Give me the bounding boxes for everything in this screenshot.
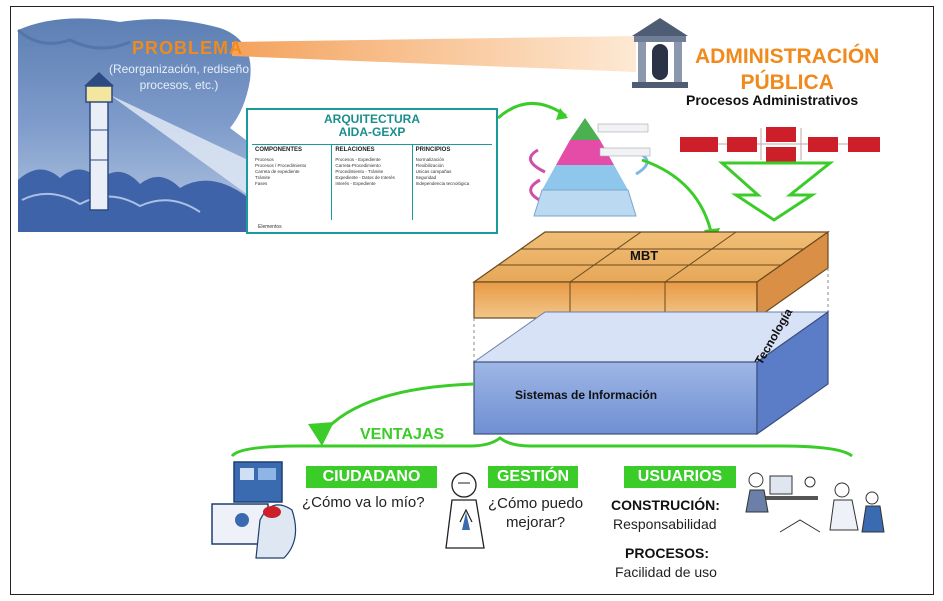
architecture-item: Normalización — [415, 157, 445, 162]
architecture-column-header: PRINCIPIOS — [415, 147, 451, 153]
architecture-item: Expediente - Datos de Interés — [335, 175, 395, 180]
administration-title-line2: PÚBLICA — [740, 71, 834, 94]
construccion-heading: CONSTRUCIÓN: — [611, 497, 720, 513]
administration-subtitle: Procesos Administrativos — [686, 92, 859, 108]
architecture-item: Procedimiento - Trámite — [335, 169, 384, 174]
ciudadano-question: ¿Cómo va lo mío? — [302, 494, 425, 511]
architecture-item: Interés - Expediente — [335, 181, 376, 186]
architecture-column-components: COMPONENTES Procesos Procesos / Procedim… — [252, 145, 333, 220]
arrow-to-mbt — [641, 158, 714, 237]
gestion-question-line2: mejorar? — [505, 514, 566, 531]
mbt-block — [472, 230, 830, 320]
pyramid-illustration — [529, 118, 651, 217]
light-beam — [232, 36, 636, 72]
ciudadano-tag: CIUDADANO — [306, 466, 437, 488]
architecture-columns: COMPONENTES Procesos Procesos / Procedim… — [252, 144, 492, 220]
thinking-person-illustration — [445, 472, 485, 549]
architecture-item: Procesos / Procedimiento — [255, 163, 307, 168]
architecture-column-relations: RELACIONES Procesos - Expediente Carreta… — [332, 145, 413, 220]
procesos-text: Facilidad de uso — [615, 564, 717, 580]
administration-title-line1: ADMINISTRACIÓN — [695, 45, 880, 68]
architecture-item: Procesos — [255, 157, 274, 162]
administration-title: ADMINISTRACIÓN PÚBLICA — [695, 44, 879, 96]
architecture-item: Seguridad — [415, 175, 437, 180]
procesos-heading: PROCESOS: — [625, 545, 710, 561]
architecture-title-line2: AIDA-GEXP — [338, 125, 406, 139]
gestion-question-line1: ¿Cómo puedo — [488, 495, 584, 512]
architecture-item: Carreta-Procedimiento — [335, 163, 381, 168]
diagram-frame — [10, 6, 934, 595]
process-chain — [680, 127, 880, 162]
gestion-question: ¿Cómo puedo mejorar? — [488, 494, 583, 532]
information-systems-block — [472, 310, 830, 436]
architecture-title-line1: ARQUITECTURA — [324, 112, 420, 126]
computer-user-illustration — [211, 461, 297, 559]
architecture-item: Trámite — [255, 175, 271, 180]
arrow-to-pyramid — [497, 102, 567, 120]
building-icon — [632, 18, 688, 88]
architecture-item: Carreta de expediente — [255, 169, 300, 174]
architecture-item: Unicas campañas — [415, 169, 452, 174]
architecture-column-header: COMPONENTES — [255, 147, 303, 153]
problem-title: PROBLEMA — [132, 38, 243, 58]
architecture-item: Fases — [255, 181, 268, 186]
architecture-column-principles: PRINCIPIOS Normalización Flexibilización… — [413, 145, 492, 220]
ventajas-brace — [230, 436, 853, 458]
architecture-item: Independencia tecnológica — [415, 181, 470, 186]
architecture-footer: Elementos — [258, 224, 282, 230]
mbt-label: MBT — [630, 248, 659, 263]
architecture-title: ARQUITECTURA AIDA-GEXP — [248, 113, 496, 139]
usuarios-tag: USUARIOS — [624, 466, 736, 488]
information-systems-label: Sistemas de Información — [515, 388, 658, 402]
office-workers-illustration — [745, 472, 885, 533]
architecture-card: ARQUITECTURA AIDA-GEXP COMPONENTES Proce… — [246, 108, 498, 234]
architecture-item: Flexibilización — [415, 163, 444, 168]
architecture-item: Procesos - Expediente — [335, 157, 381, 162]
process-down-arrow — [718, 161, 835, 222]
ventajas-label: VENTAJAS — [360, 426, 445, 443]
problem-description: (Reorganización, rediseño procesos, etc.… — [108, 62, 250, 92]
lighthouse-illustration — [16, 18, 251, 232]
construccion-text: Responsabilidad — [613, 516, 717, 532]
gestion-tag: GESTIÓN — [488, 466, 578, 488]
architecture-column-header: RELACIONES — [335, 147, 375, 153]
